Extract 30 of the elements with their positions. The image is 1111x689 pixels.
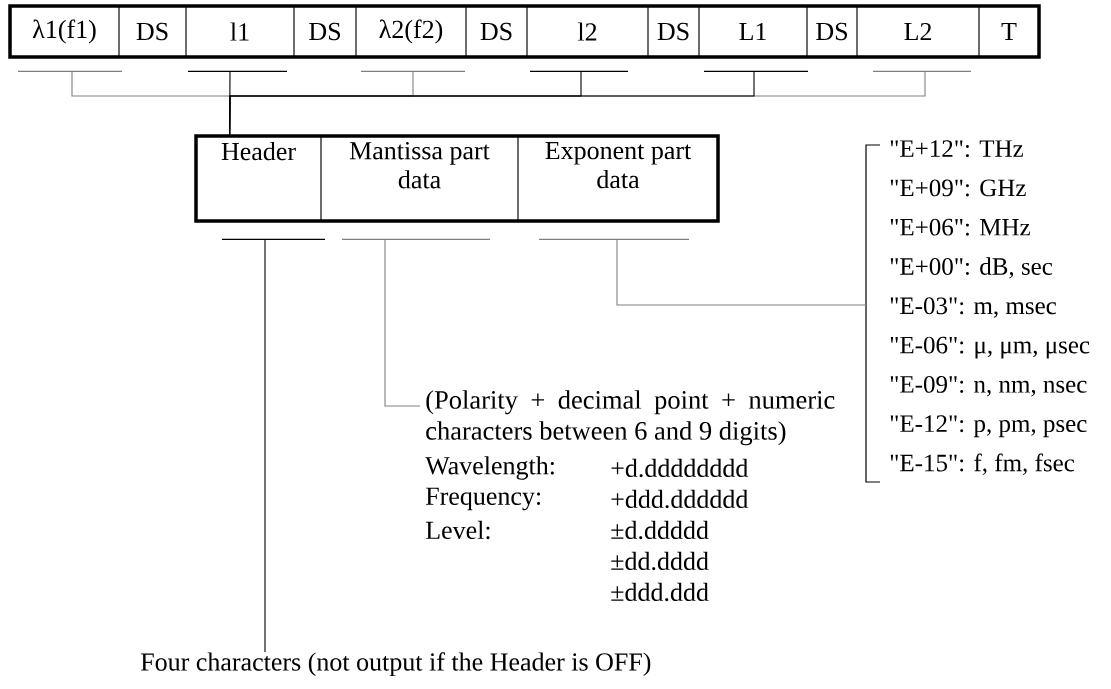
- exponent-list: "E+12": THz "E+09": GHz "E+06": MHz "E+00": dB, sec "E-03": m, msec "E-06": μ, μm, μsec "E-09": n, nm, nsec "E-12": p, pm, psec "E-15": f, fm, fsec: [890, 140, 1090, 475]
- connector-line: [538, 238, 867, 306]
- format-text: (Polarity + decimal point + numeric characters between 6 and 9 digits): [426, 390, 835, 446]
- record-cell: DS: [118, 5, 187, 58]
- record-cell: L2: [856, 5, 980, 58]
- record-cell: DS: [293, 5, 357, 58]
- format-label: +ddd.dddddd: [611, 489, 749, 509]
- connector-line: [221, 238, 326, 653]
- record-cell: λ1(f1): [9, 5, 120, 58]
- record-cell: l2: [526, 5, 649, 58]
- note-text: Four characters (not output if the Header is OFF): [140, 652, 651, 677]
- format-label: Frequency:: [425, 487, 541, 511]
- format-label: ±ddd.ddd: [611, 582, 709, 602]
- format-label: ±d.ddddd: [611, 520, 709, 540]
- record-cell: l1: [185, 5, 295, 58]
- record-cell: T: [978, 5, 1040, 58]
- connector-line: [341, 238, 491, 407]
- field-cell: Header: [195, 135, 322, 222]
- field-cell: Exponent part data: [517, 135, 719, 222]
- connector-line: [229, 70, 809, 137]
- format-label: Level:: [425, 520, 490, 540]
- record-cell: DS: [806, 5, 858, 58]
- record-cell: DS: [465, 5, 528, 58]
- record-cell: L1: [698, 5, 808, 58]
- record-cell: DS: [647, 5, 700, 58]
- format-label: Wavelength:: [425, 456, 554, 480]
- field-cell: Mantissa part data: [320, 135, 519, 222]
- record-cell: λ2(f2): [355, 5, 467, 58]
- format-label: ±dd.dddd: [611, 551, 709, 571]
- format-label: +d.dddddddd: [611, 458, 749, 478]
